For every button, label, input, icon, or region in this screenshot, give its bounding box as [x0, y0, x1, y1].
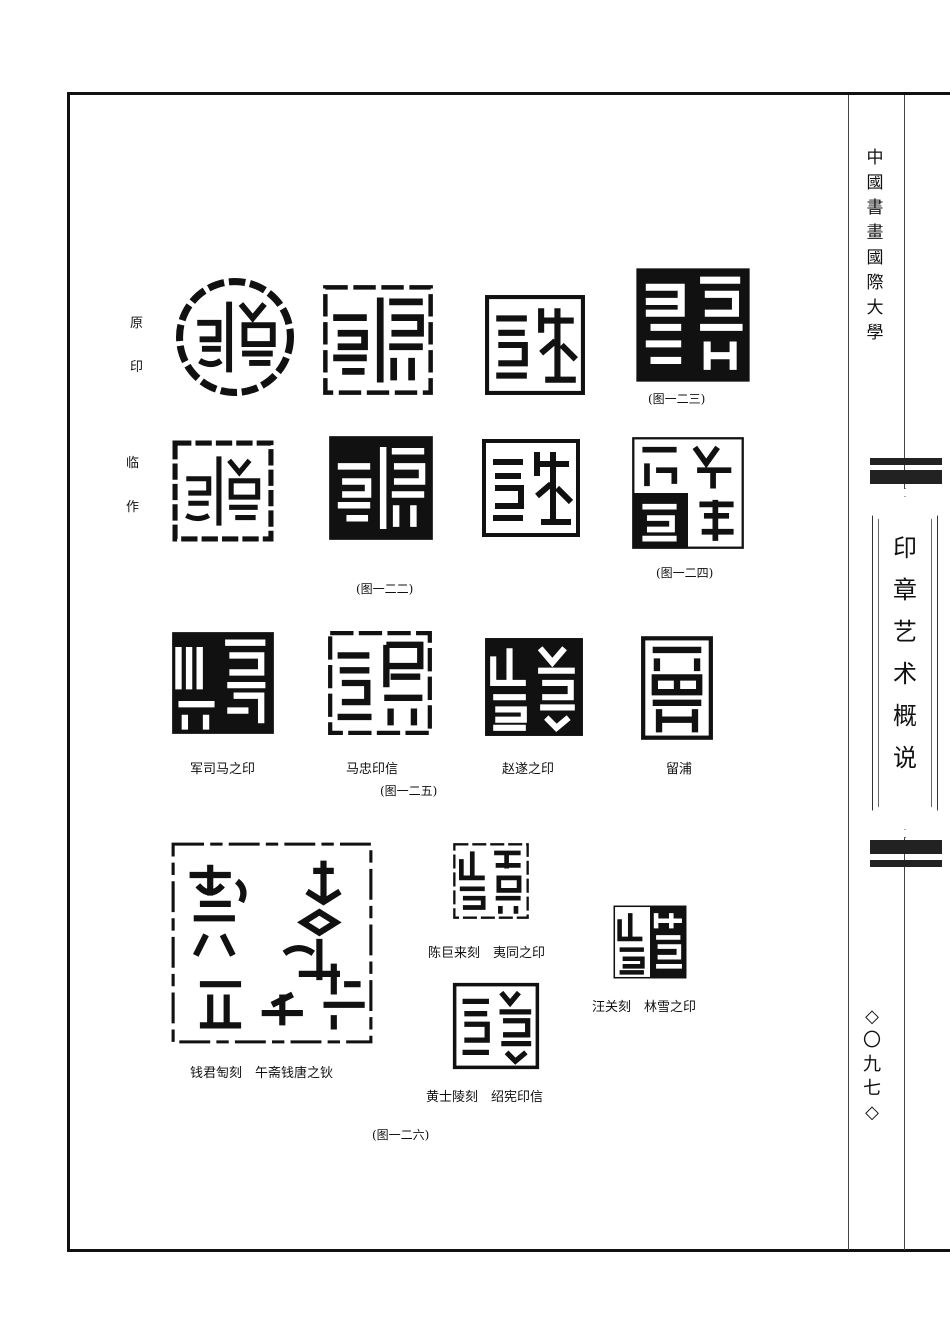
seal-image [322, 284, 434, 396]
seal-caption: 陈巨来刻 夷同之印 [428, 946, 546, 961]
series-title-char: 中 [866, 148, 884, 168]
series-title-char: 國 [866, 173, 884, 193]
seal-caption: 赵遂之印 [502, 762, 555, 777]
seal-image [640, 632, 714, 744]
sidebar-rule-left [848, 95, 849, 1250]
seal-image [480, 438, 582, 538]
seal-image [482, 636, 586, 738]
row-label-original-1: 原 [130, 316, 144, 331]
seal-image [484, 294, 586, 396]
folio-char: 九 [863, 1054, 881, 1075]
page-frame [67, 92, 950, 1252]
series-title-char: 學 [866, 323, 884, 343]
banner-bar [870, 470, 942, 484]
series-title: 中 國 書 畫 國 際 大 學 [861, 150, 889, 350]
folio-char: 〇 [863, 1030, 881, 1051]
banner-bar [870, 458, 942, 465]
seal-caption: 留浦 [666, 762, 693, 777]
figure-caption: (图一二四) [656, 566, 714, 580]
seal-image [450, 842, 532, 920]
row-label-copy-1: 临 [126, 456, 140, 471]
seal-image [326, 630, 434, 736]
figure-caption: (图一二五) [380, 784, 438, 798]
section-title-char: 章 [893, 576, 917, 604]
section-title: 印 章 艺 术 概 说 [878, 536, 932, 788]
seal-caption: 马忠印信 [346, 762, 399, 777]
figure-caption: (图一二二) [356, 582, 414, 596]
folio-ornament: ◇ [865, 1102, 879, 1123]
seal-caption: 黄士陵刻 绍宪印信 [426, 1090, 544, 1105]
seal-image [630, 436, 746, 550]
banner-bar [870, 840, 942, 854]
series-title-char: 畫 [866, 223, 884, 243]
section-title-frame [872, 488, 938, 838]
seal-image [634, 266, 752, 384]
seal-image [168, 840, 376, 1046]
series-title-char: 大 [866, 298, 884, 318]
seal-image [176, 278, 294, 396]
seal-image [610, 904, 690, 980]
banner-bar [870, 860, 942, 867]
figure-caption: (图一二六) [372, 1128, 430, 1142]
section-title-char: 概 [893, 702, 917, 730]
series-title-char: 際 [866, 273, 884, 293]
series-title-char: 書 [866, 198, 884, 218]
figure-caption: (图一二三) [648, 392, 706, 406]
section-title-char: 说 [893, 744, 917, 772]
series-title-char: 國 [866, 248, 884, 268]
seal-caption: 汪关刻 林雪之印 [592, 1000, 697, 1015]
row-label-original-2: 印 [130, 360, 144, 375]
seal-image [170, 630, 276, 736]
section-title-char: 印 [893, 534, 917, 562]
section-title-char: 艺 [893, 618, 917, 646]
page-number: ◇ 〇 九 七 ◇ [858, 1008, 886, 1128]
seal-caption: 军司马之印 [190, 762, 256, 777]
seal-image [172, 440, 274, 542]
section-title-char: 术 [893, 660, 917, 688]
row-label-copy-2: 作 [126, 500, 140, 515]
folio-ornament: ◇ [865, 1006, 879, 1027]
folio-char: 七 [863, 1078, 881, 1099]
seal-image [450, 982, 542, 1070]
section-title-inner-frame [878, 496, 932, 830]
seal-image [326, 434, 436, 542]
seal-caption: 钱君匋刻 午斋钱唐之钬 [190, 1066, 334, 1081]
